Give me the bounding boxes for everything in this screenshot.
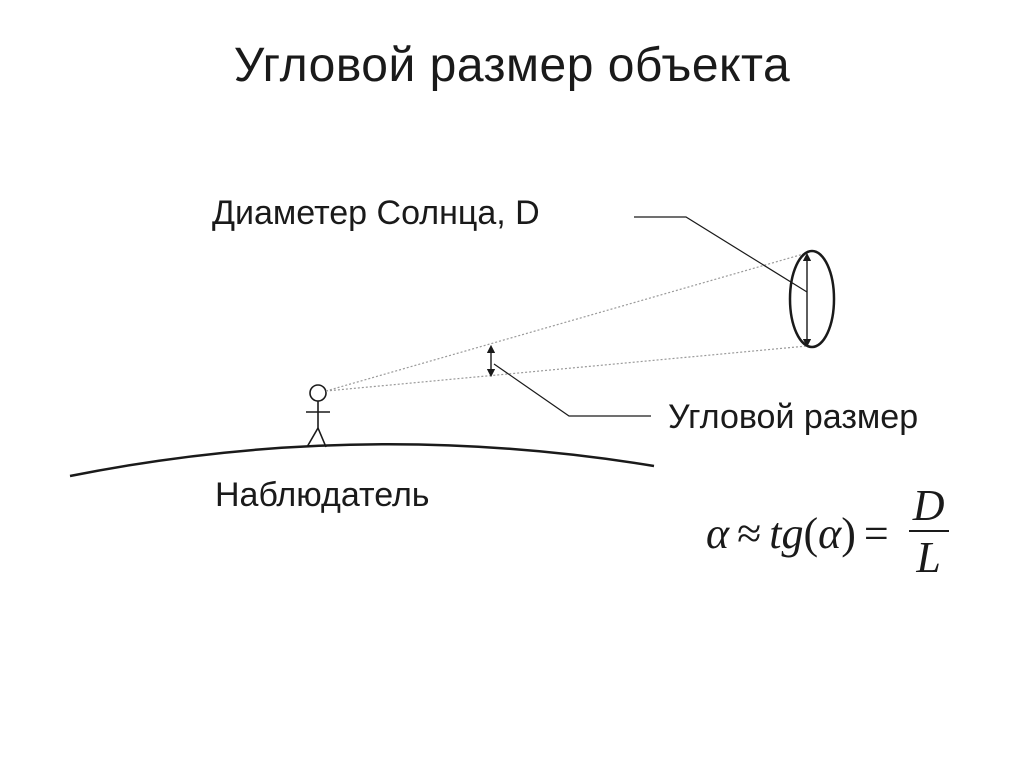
observer-label: Наблюдатель — [215, 476, 430, 514]
formula-alpha-inner: α — [818, 508, 842, 558]
angular-size-leader-line — [493, 363, 651, 417]
sun-disk — [788, 249, 836, 349]
formula-numerator: D — [912, 481, 945, 530]
formula-alpha: α — [706, 508, 730, 558]
sight-line-bottom — [325, 345, 808, 392]
formula-tg: tg — [769, 508, 804, 558]
angular-size-label: Угловой размер — [668, 398, 919, 436]
ground-horizon — [69, 443, 655, 478]
formula-close-paren: ) — [841, 508, 856, 558]
diameter-leader-line — [634, 216, 808, 293]
formula-fraction-bar — [908, 530, 949, 532]
observer-figure — [306, 384, 330, 448]
formula-denominator: L — [916, 533, 941, 582]
slide-title: Угловой размер объекта — [233, 39, 791, 92]
sight-line-top — [325, 252, 808, 392]
formula-fraction: D L — [907, 482, 951, 584]
observer-right-leg — [317, 427, 327, 448]
sun-diameter-label: Диаметер Солнца, D — [212, 194, 540, 232]
formula-approx: ≈ — [737, 508, 762, 558]
observer-left-leg — [306, 427, 319, 448]
angular-size-formula: α ≈ tg ( α ) = D L — [706, 478, 951, 588]
formula-equals: = — [863, 508, 889, 558]
formula-open-paren: ( — [803, 508, 819, 558]
observer-head — [309, 384, 327, 402]
